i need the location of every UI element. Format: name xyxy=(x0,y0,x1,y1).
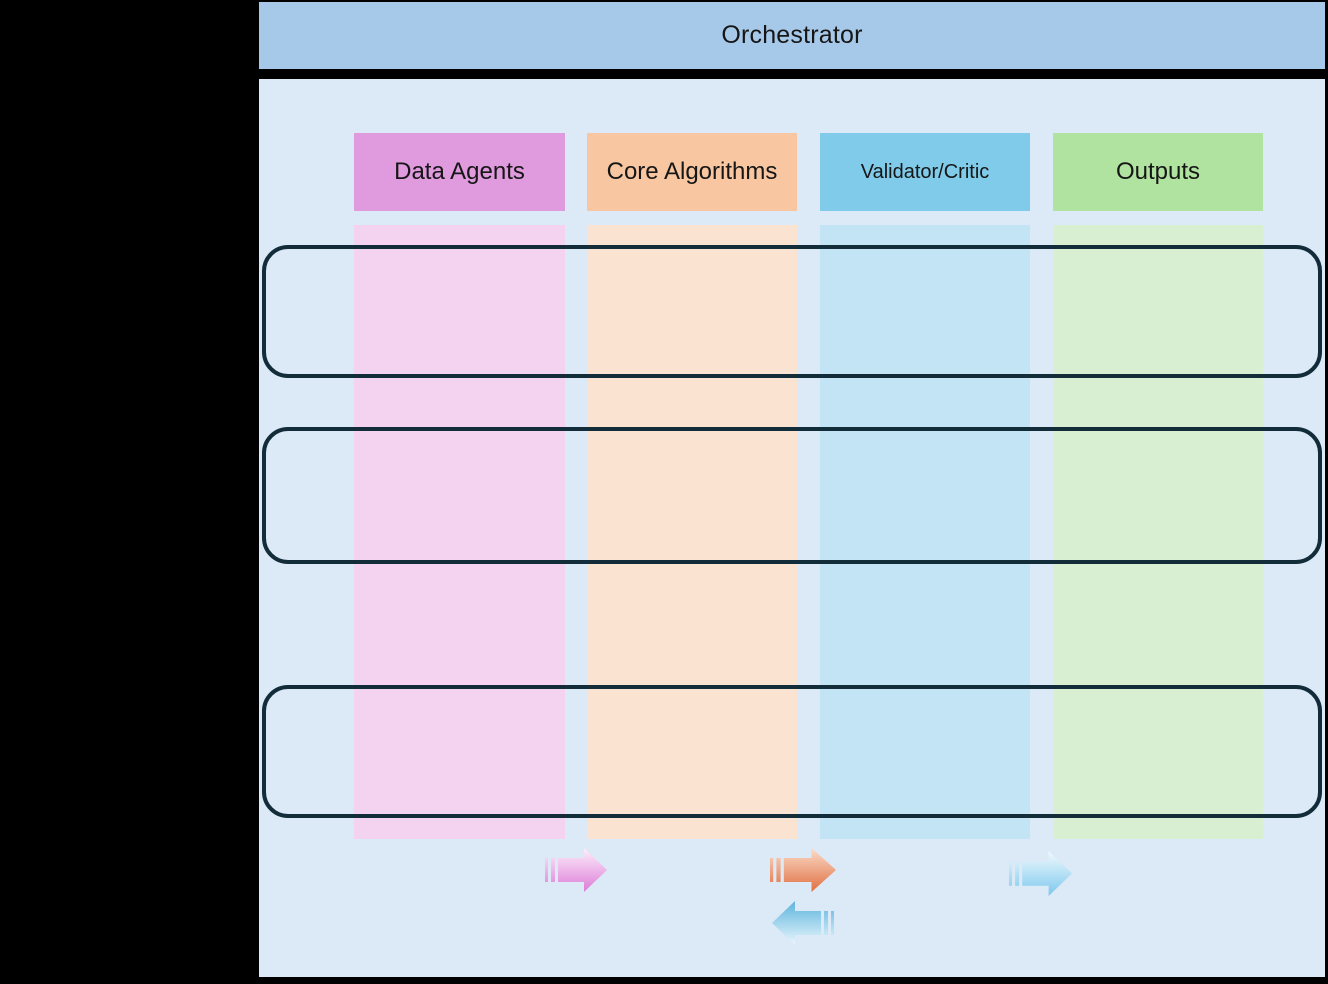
slide-background: Orchestrator Data Agents Core Algorithms… xyxy=(259,0,1325,977)
column-header-label: Validator/Critic xyxy=(860,161,990,183)
flow-arrow-validator-to-outputs-icon xyxy=(1009,851,1072,896)
column-band-core-algorithms xyxy=(587,225,797,839)
orchestrator-title-bar: Orchestrator xyxy=(259,2,1325,79)
column-band-data-agents xyxy=(354,225,565,839)
orchestrator-title: Orchestrator xyxy=(721,21,863,49)
column-header-label: Core Algorithms xyxy=(606,158,778,185)
column-header-validator-critic: Validator/Critic xyxy=(820,133,1030,211)
column-header-outputs: Outputs xyxy=(1053,133,1263,211)
column-header-label: Outputs xyxy=(1115,158,1201,185)
column-band-validator-critic xyxy=(820,225,1030,839)
flow-arrow-data-to-core-icon xyxy=(545,848,607,892)
flow-arrow-core-to-validator-icon xyxy=(770,848,836,892)
column-header-data-agents: Data Agents xyxy=(354,133,565,211)
lane-outline-1 xyxy=(262,245,1322,378)
column-header-core-algorithms: Core Algorithms xyxy=(587,133,797,211)
column-band-outputs xyxy=(1053,225,1263,839)
lane-outline-3 xyxy=(262,685,1322,818)
column-header-label: Data Agents xyxy=(394,158,525,185)
flow-arrow-feedback-left-icon xyxy=(772,901,834,945)
lane-outline-2 xyxy=(262,427,1322,564)
